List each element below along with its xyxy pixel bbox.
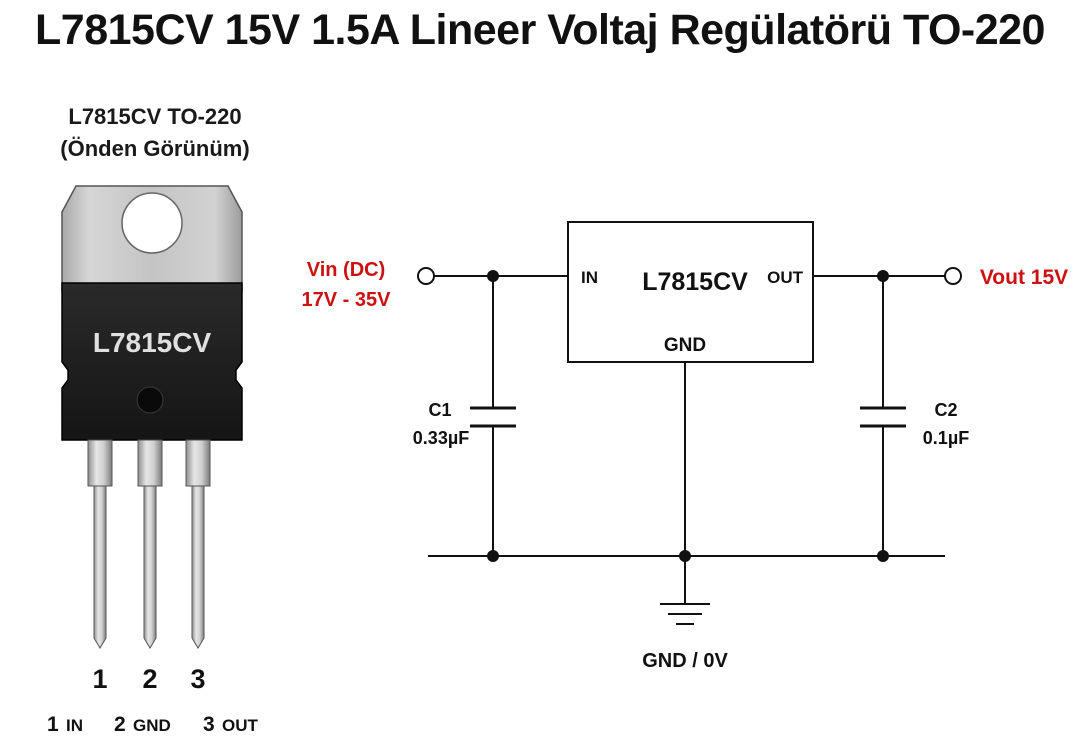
pin-legend: 1 IN 2 GND 3 OUT bbox=[47, 713, 259, 736]
c1-name: C1 bbox=[428, 400, 451, 420]
c1-value: 0.33µF bbox=[413, 428, 469, 448]
regulator-ic-box bbox=[567, 221, 814, 363]
ground-label: GND / 0V bbox=[642, 650, 728, 672]
package-subtitle: (Önden Görünüm) bbox=[60, 136, 250, 161]
pin-legend-3-num: 3 bbox=[203, 713, 215, 736]
lead-2 bbox=[143, 485, 157, 649]
package-body bbox=[61, 282, 243, 441]
chip-marking: L7815CV bbox=[93, 327, 212, 358]
pin-number-1: 1 bbox=[92, 664, 107, 694]
vin-label: Vin (DC) bbox=[307, 259, 386, 281]
pin-legend-2-num: 2 bbox=[114, 713, 126, 736]
pin-legend-1-num: 1 bbox=[47, 713, 59, 736]
pin-number-3: 3 bbox=[190, 664, 205, 694]
junction-dots bbox=[487, 270, 889, 562]
mounting-hole bbox=[121, 192, 183, 254]
vin-terminal bbox=[417, 267, 435, 285]
page-title: L7815CV 15V 1.5A Lineer Voltaj Regülatör… bbox=[35, 6, 1045, 54]
capacitor-c2 bbox=[860, 406, 906, 428]
pin-legend-3-name: OUT bbox=[222, 716, 259, 735]
ic-pin-gnd: GND bbox=[664, 335, 706, 356]
capacitor-c1 bbox=[470, 406, 516, 428]
pin-legend-1-name: IN bbox=[66, 716, 83, 735]
lead-3 bbox=[191, 485, 205, 649]
lead-3-shoulder bbox=[185, 439, 211, 487]
vout-label: Vout 15V bbox=[980, 266, 1068, 289]
c2-name: C2 bbox=[934, 400, 957, 420]
to220-package: L7815CV 1 2 3 1 IN 2 GND 3 OUT bbox=[47, 185, 259, 736]
ic-pin-out: OUT bbox=[767, 268, 804, 287]
ground-symbol-icon bbox=[660, 603, 710, 625]
vout-terminal bbox=[944, 267, 962, 285]
ic-name: L7815CV bbox=[642, 268, 748, 296]
lead-1-shoulder bbox=[87, 439, 113, 487]
ic-pin-in: IN bbox=[581, 268, 598, 287]
pin-number-2: 2 bbox=[142, 664, 157, 694]
lead-1 bbox=[93, 485, 107, 649]
package-leads bbox=[87, 439, 211, 649]
body-dimple bbox=[136, 386, 164, 414]
pin-legend-2-name: GND bbox=[133, 716, 171, 735]
c2-value: 0.1µF bbox=[923, 428, 969, 448]
vin-range: 17V - 35V bbox=[302, 289, 392, 311]
lead-2-shoulder bbox=[137, 439, 163, 487]
package-title: L7815CV TO-220 bbox=[68, 104, 242, 129]
